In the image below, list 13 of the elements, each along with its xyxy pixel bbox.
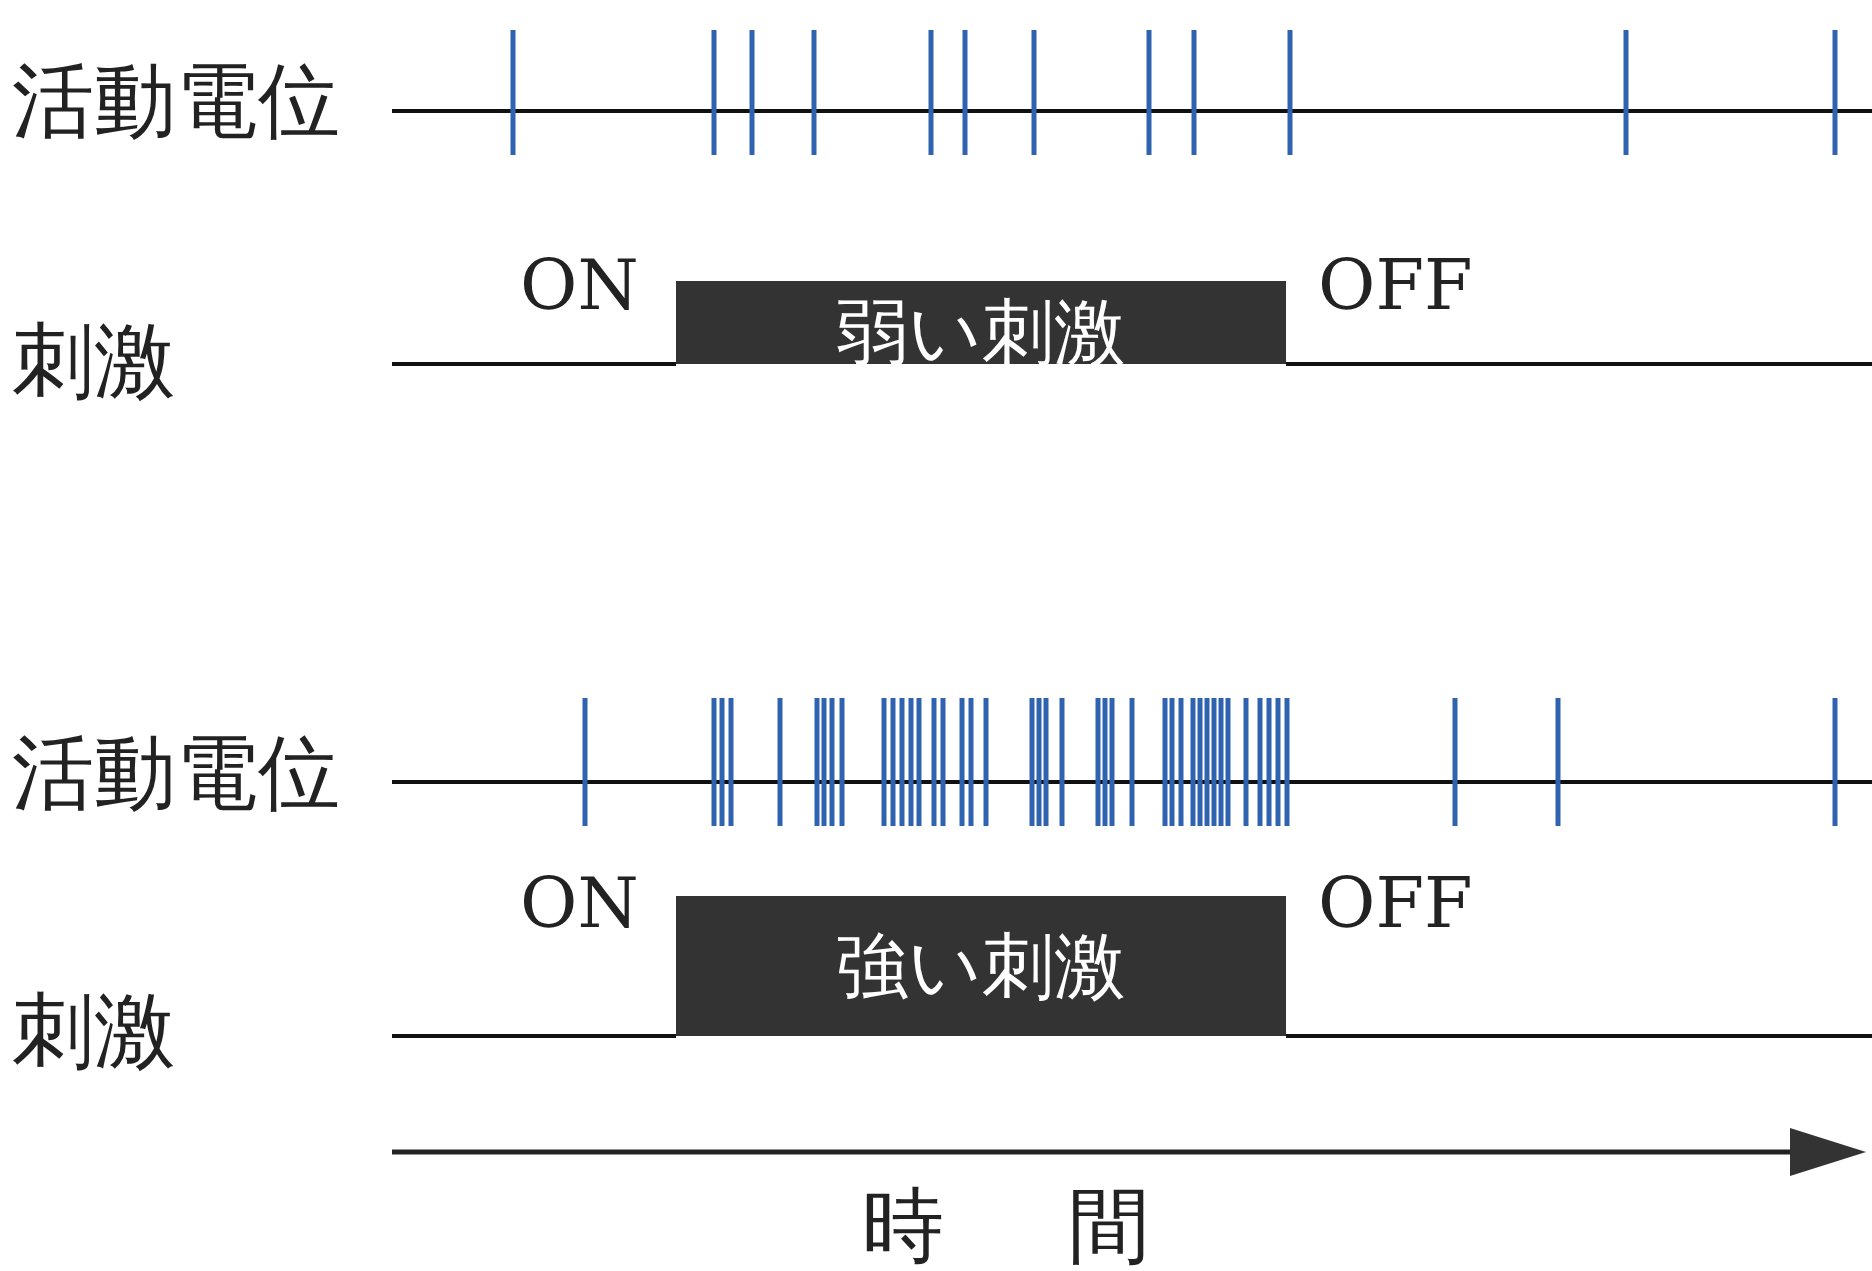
off-label: OFF (1318, 868, 1473, 938)
stimulus-bar (676, 281, 1286, 364)
stimulus-label: 弱い刺激 (836, 296, 1126, 368)
stimulus-bar (676, 896, 1286, 1036)
on-label: ON (520, 250, 639, 320)
axis-label: 時 間 (862, 1185, 1151, 1267)
trace-label: 活動電位 (12, 732, 340, 814)
trace-label: 活動電位 (12, 60, 340, 142)
stimulus-label: 強い刺激 (836, 930, 1126, 1002)
trace-label: 刺激 (12, 320, 176, 402)
off-label: OFF (1318, 250, 1473, 320)
on-label: ON (520, 868, 639, 938)
trace-label: 刺激 (12, 990, 176, 1072)
